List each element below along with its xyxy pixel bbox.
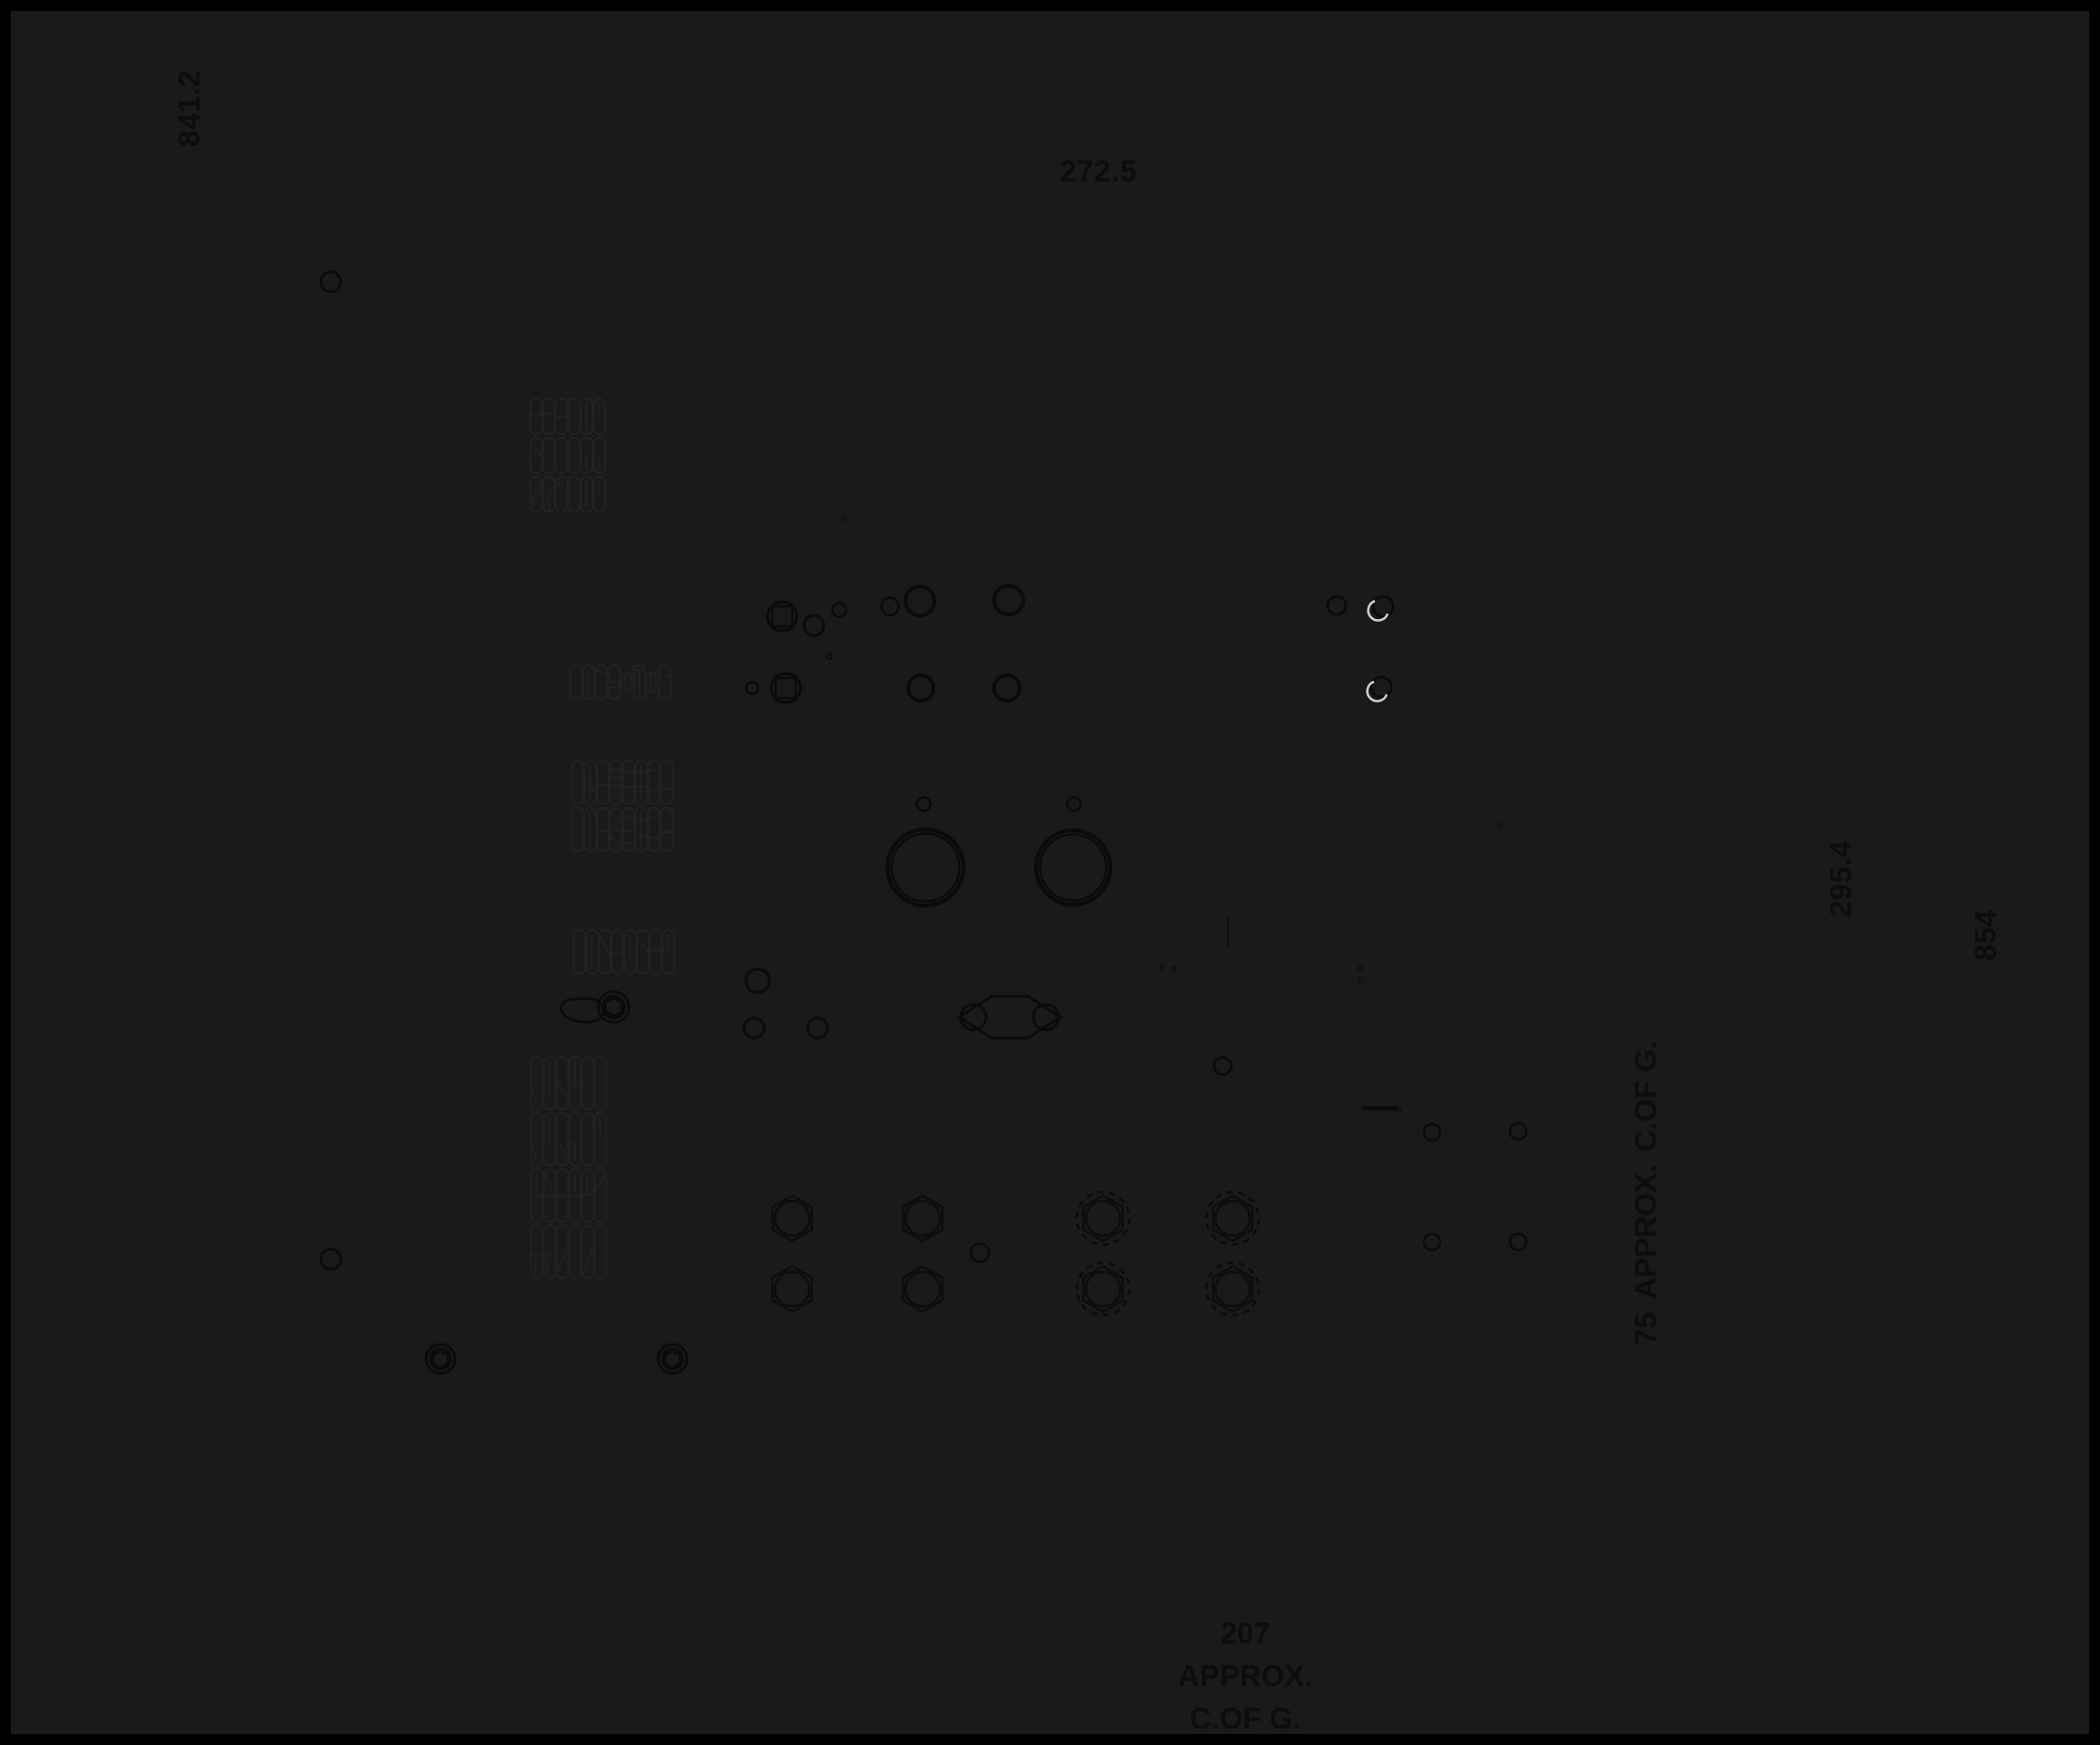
rs-hole-1 <box>1422 1122 1442 1142</box>
note-block-1 <box>529 398 606 513</box>
nut-assembly-right <box>656 1343 689 1375</box>
bore-pilot-right <box>1066 796 1082 812</box>
right-hole-c-highlight <box>1366 675 1393 703</box>
note-block-4 <box>573 929 675 974</box>
cog-right-label: C.OF G. <box>1629 1040 1662 1152</box>
hex-array-pilot-hole <box>969 1242 991 1264</box>
hex-bolt-r2c4 <box>1212 1265 1253 1314</box>
tick-dot-a <box>1158 964 1166 971</box>
hex-bolt-r1c2 <box>902 1194 944 1243</box>
hex-bolt-r2c3 <box>1082 1265 1124 1314</box>
hole-lower-left <box>319 1247 343 1271</box>
flange-bolt-hole-left <box>959 1003 988 1032</box>
mid-hole-a <box>744 967 771 994</box>
mid-hole-c <box>806 1016 829 1040</box>
mid-port-cluster <box>742 967 1233 1076</box>
nut-assembly-left <box>424 1343 457 1375</box>
port-square-in-circle-b <box>769 672 802 704</box>
dimension-left-vertical: 841.2 <box>172 69 206 147</box>
bore-pilot-left <box>915 796 932 812</box>
nut-assemblies <box>424 1343 689 1375</box>
port-square-in-circle-a <box>766 600 798 633</box>
tick-dot-d <box>1357 975 1364 983</box>
tick-dot-c <box>1357 965 1364 972</box>
port-cluster-upper <box>745 583 1026 704</box>
cog-bottom-value: 207 <box>1220 1616 1271 1650</box>
port-small-a <box>802 614 826 637</box>
large-bore-right <box>1033 828 1113 907</box>
cog-bottom-approx: APPROX. <box>1177 1658 1313 1692</box>
flange-bolt-hole-right <box>1031 1003 1060 1032</box>
large-bore-group <box>885 796 1113 908</box>
locating-holes <box>319 270 343 1271</box>
rs-hole-3 <box>1422 1232 1442 1252</box>
hex-bolt-r2c2 <box>902 1265 944 1314</box>
cog-right-approx: APPROX. <box>1629 1164 1662 1300</box>
hex-bolt-r2c1 <box>771 1265 813 1314</box>
note-block-5 <box>530 1056 607 1279</box>
rs-hole-2 <box>1508 1121 1528 1141</box>
hex-bolt-r1c4 <box>1212 1194 1253 1243</box>
dimension-top-center: 272.5 <box>1060 154 1137 188</box>
right-hole-b-highlight <box>1367 595 1395 622</box>
mid-hole-b <box>742 1016 766 1040</box>
port-med-b <box>992 583 1026 617</box>
teardrop-boss <box>559 990 631 1024</box>
hex-bolt-array <box>771 1190 1261 1317</box>
hex-bolt-hidden-circles <box>1075 1190 1261 1317</box>
port-small-c <box>880 596 900 616</box>
dimension-right-vertical-outer: 854 <box>1969 909 2002 961</box>
hex-bolt-r1c3 <box>1082 1194 1124 1243</box>
port-tiny-a <box>745 681 760 695</box>
right-hole-group <box>1326 595 1395 703</box>
cog-callout-right: 75 APPROX. C.OF G. <box>1629 1041 1663 1345</box>
tick-dot-e <box>842 517 847 522</box>
right-small-hole-pairs <box>1361 1106 1528 1252</box>
large-bore-left <box>885 827 966 908</box>
mid-hole-d <box>1213 1056 1233 1076</box>
note-block-2 <box>569 664 672 700</box>
port-dot-a <box>826 653 833 660</box>
technical-drawing-vector <box>319 270 1528 1375</box>
tick-dot-b <box>1170 965 1177 973</box>
right-hole-a <box>1326 595 1348 616</box>
hex-bolt-r1c1 <box>771 1194 813 1243</box>
dimension-right-vertical-inner: 295.4 <box>1824 839 1857 917</box>
tick-dot-f <box>1496 822 1502 828</box>
cog-bottom-label: C.OF G. <box>1189 1701 1302 1734</box>
hole-upper-left <box>319 270 343 294</box>
note-block-3 <box>571 760 673 852</box>
rs-hole-4 <box>1508 1232 1528 1252</box>
port-med-a <box>903 584 937 618</box>
port-med-c <box>906 674 935 703</box>
note-block-group <box>529 398 675 1279</box>
diamond-flange <box>956 994 1063 1040</box>
centreline-marks <box>842 517 1502 1111</box>
cog-right-value: 75 <box>1629 1312 1662 1345</box>
cog-callout-bottom: 207 APPROX. C.OF G. <box>1178 1613 1313 1734</box>
drawing-canvas: 841.2 272.5 295.4 854 75 APPROX. C.OF G.… <box>11 11 2089 1734</box>
port-small-b <box>831 602 847 618</box>
port-med-d <box>992 674 1021 703</box>
